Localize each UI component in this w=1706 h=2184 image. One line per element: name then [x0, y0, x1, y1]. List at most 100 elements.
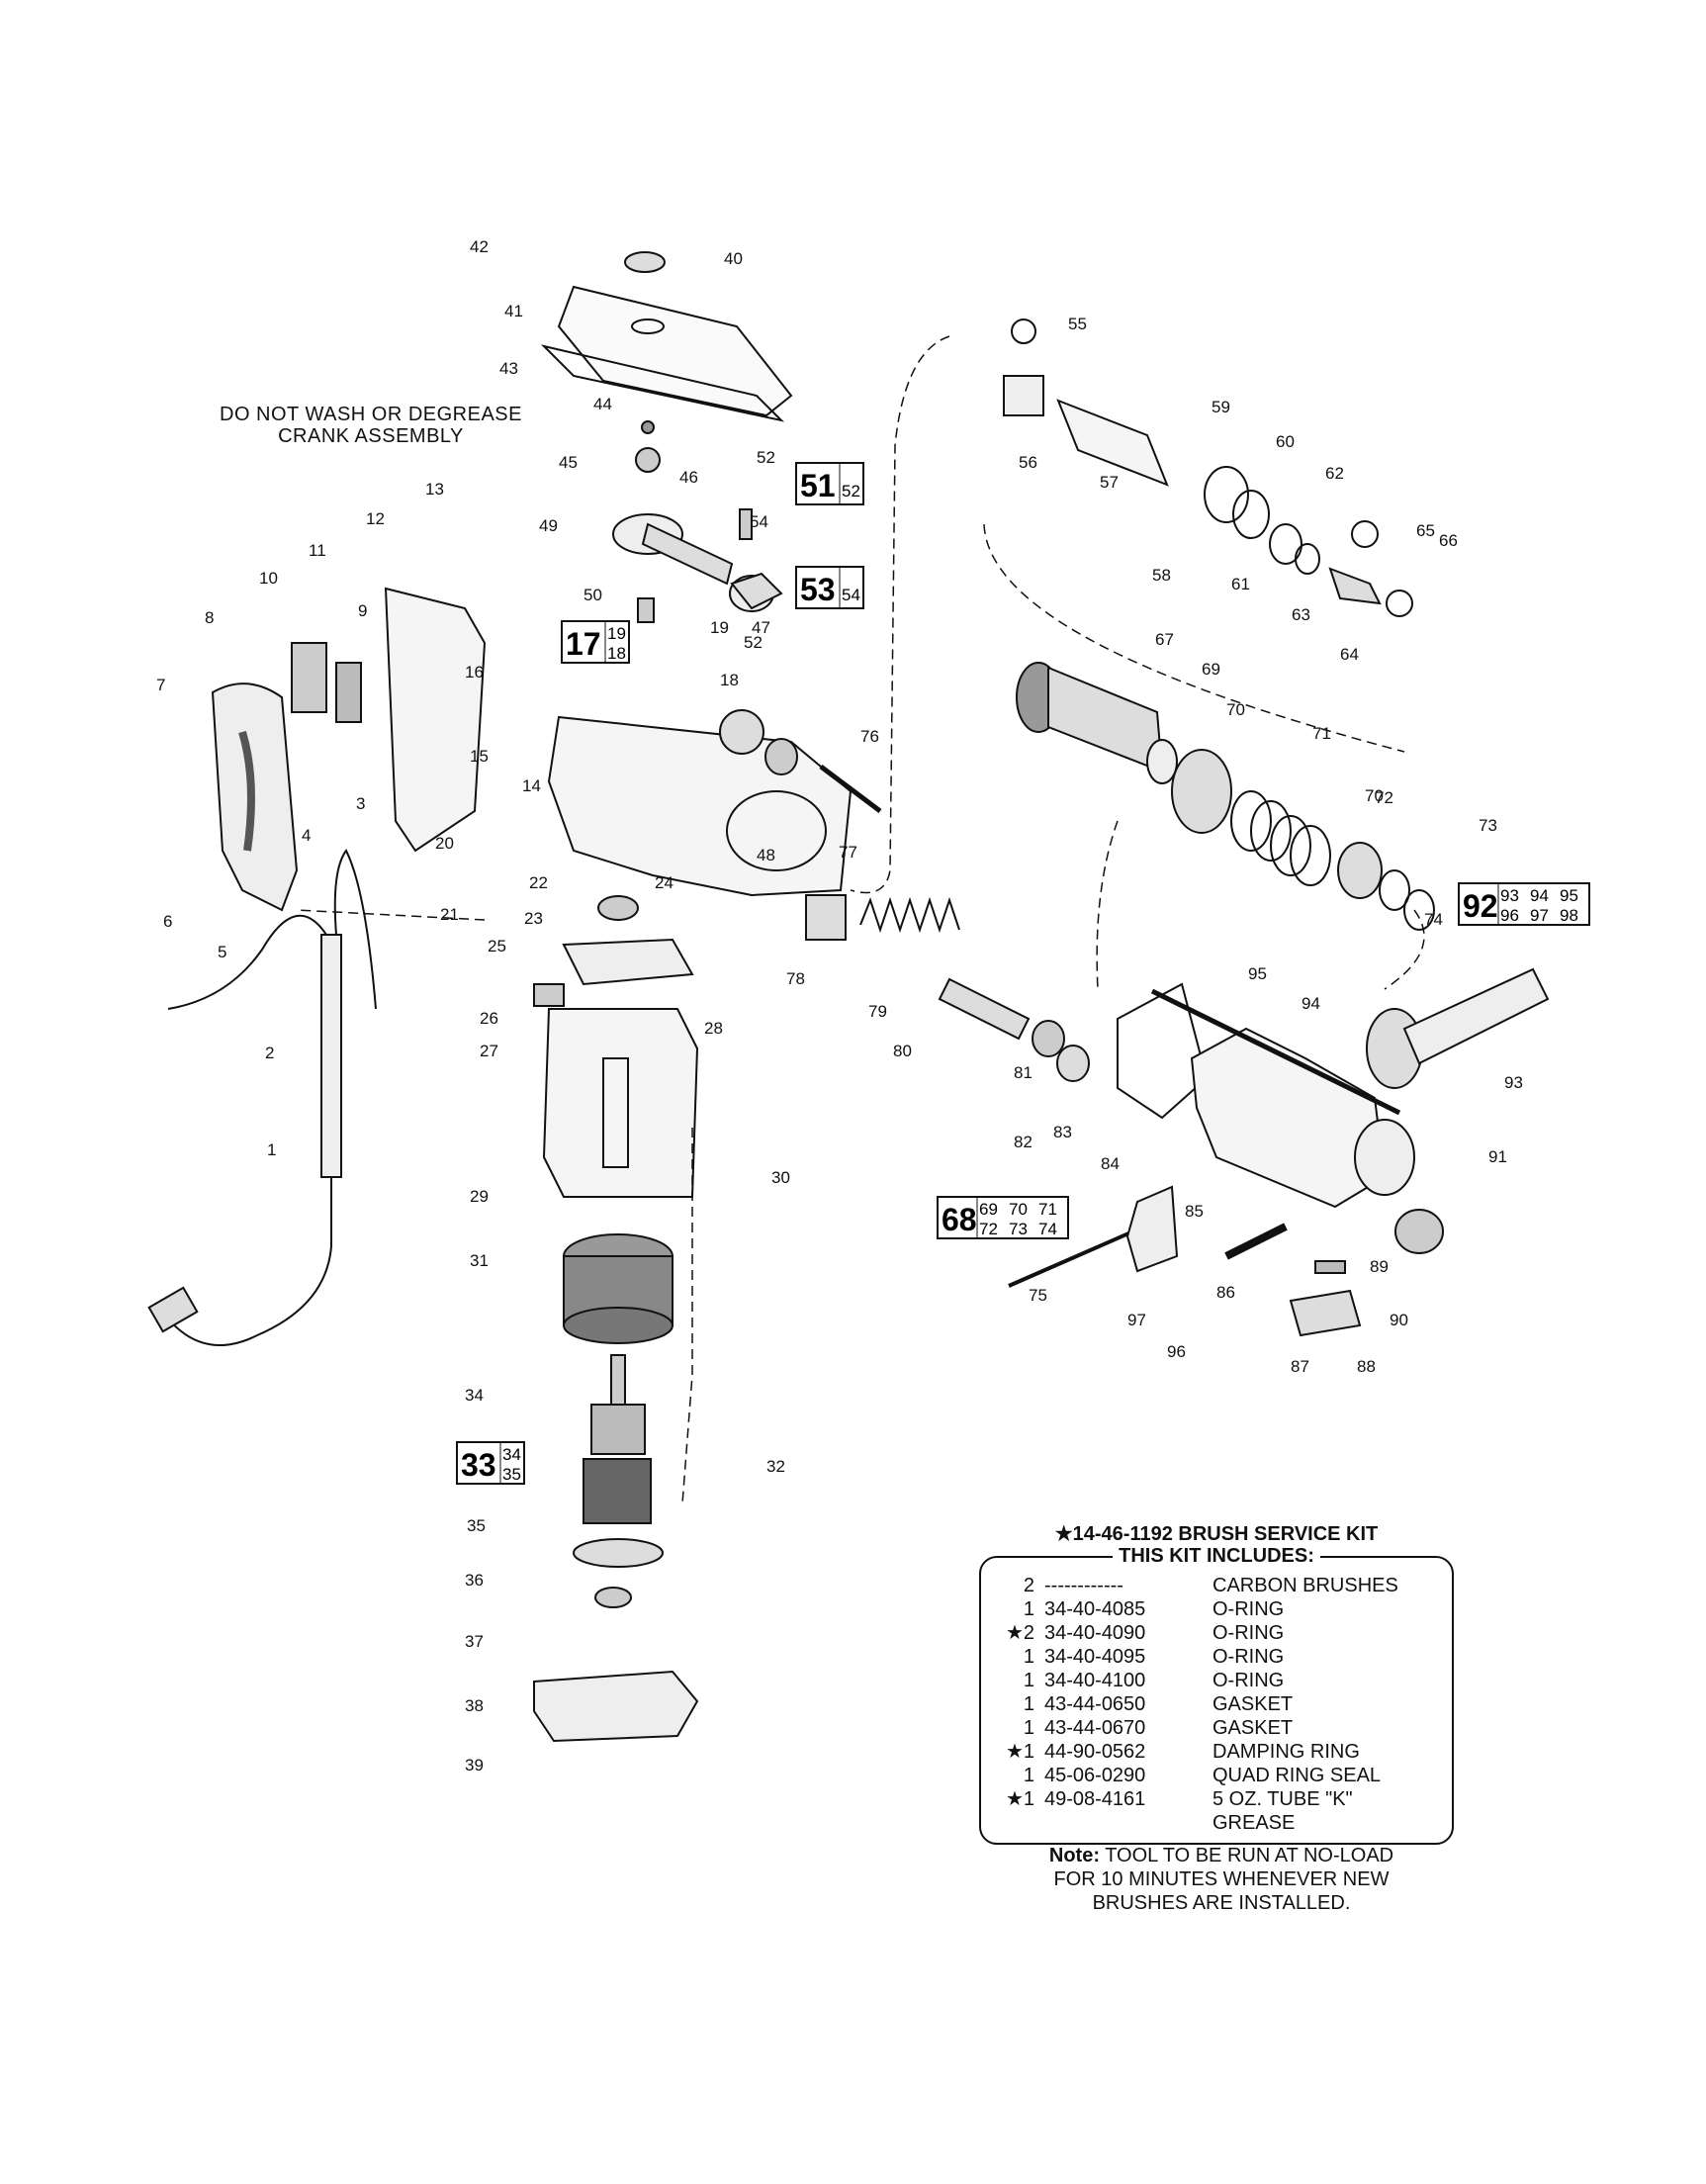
- assembly-sub-part: 54: [842, 586, 860, 604]
- callout-48: 48: [757, 846, 775, 864]
- callout-46: 46: [679, 468, 698, 487]
- assembly-number: 17: [566, 626, 601, 662]
- callout-34: 34: [465, 1386, 484, 1405]
- assembly-sub-part: 69: [979, 1200, 998, 1219]
- callout-22: 22: [529, 873, 548, 892]
- kit-item-qty: ★1: [1005, 1741, 1034, 1763]
- callout-5: 5: [218, 943, 226, 961]
- callout-71: 71: [1312, 724, 1331, 743]
- callout-64: 64: [1340, 645, 1359, 664]
- kit-item-part: 43-44-0670: [1044, 1717, 1146, 1739]
- cover-plate: [1289, 1289, 1362, 1337]
- callout-18: 18: [720, 671, 739, 689]
- callout-94: 94: [1302, 994, 1320, 1013]
- o-ring: [1386, 590, 1413, 617]
- assembly-sub-part: 34: [502, 1445, 521, 1464]
- callout-96: 96: [1167, 1342, 1186, 1361]
- callout-13: 13: [425, 480, 444, 499]
- kit-item-qty: 1: [1023, 1765, 1034, 1786]
- kit-item-part: 34-40-4100: [1044, 1670, 1146, 1691]
- callout-24: 24: [655, 873, 673, 892]
- kit-item-qty: 1: [1023, 1646, 1034, 1668]
- kit-item-desc: CARBON BRUSHES: [1212, 1575, 1398, 1596]
- callout-11: 11: [309, 541, 326, 560]
- callout-15: 15: [470, 747, 489, 766]
- callout-7: 7: [156, 676, 165, 694]
- needle-bearing: [1337, 842, 1383, 899]
- handle: [211, 682, 299, 912]
- assembly-sub-part: 97: [1530, 906, 1549, 925]
- callout-14: 14: [522, 776, 541, 795]
- kit-item-desc: O-RING: [1212, 1622, 1285, 1644]
- ring: [1403, 889, 1435, 931]
- kit-item-qty: 1: [1023, 1717, 1034, 1739]
- assembly-guides: [296, 335, 1425, 1504]
- callout-1: 1: [267, 1140, 276, 1159]
- callout-87: 87: [1291, 1357, 1309, 1376]
- ring: [1295, 543, 1320, 575]
- field-housing: [542, 1008, 699, 1198]
- callout-43: 43: [499, 359, 518, 378]
- callout-97: 97: [1127, 1311, 1146, 1329]
- brush-service-kit: ★14-46-1192 BRUSH SERVICE KIT THIS KIT I…: [979, 1521, 1454, 1845]
- callout-9: 9: [358, 601, 367, 620]
- callout-30: 30: [771, 1168, 790, 1187]
- assembly-badge-53: 53 54: [795, 566, 864, 609]
- kit-item-part: ------------: [1044, 1575, 1123, 1596]
- kit-item-part: 34-40-4090: [1044, 1622, 1146, 1644]
- detent-plunger: [1224, 1223, 1288, 1260]
- clamp: [1125, 1185, 1179, 1273]
- kit-item-qty: ★1: [1005, 1788, 1034, 1810]
- gear: [719, 709, 764, 755]
- callout-85: 85: [1185, 1202, 1204, 1221]
- kit-item-part: 34-40-4085: [1044, 1598, 1146, 1620]
- callout-65: 65: [1416, 521, 1435, 540]
- callout-58: 58: [1152, 566, 1171, 585]
- note: Note: TOOL TO BE RUN AT NO-LOAD FOR 10 M…: [999, 1844, 1444, 1915]
- cord-set: [147, 849, 377, 1346]
- bearing: [1032, 1020, 1065, 1057]
- note-line: TOOL TO BE RUN AT NO-LOAD: [1105, 1845, 1394, 1866]
- callout-38: 38: [465, 1696, 484, 1715]
- callout-86: 86: [1216, 1283, 1235, 1302]
- kit-title: ★14-46-1192 BRUSH SERVICE KIT: [1054, 1523, 1379, 1545]
- callout-3: 3: [356, 794, 365, 813]
- note-line: FOR 10 MINUTES WHENEVER NEW: [1053, 1868, 1390, 1890]
- callout-83: 83: [1053, 1123, 1072, 1141]
- assembly-sub-part: 18: [607, 644, 626, 663]
- o-ring: [1011, 318, 1036, 344]
- callout-12: 12: [366, 509, 385, 528]
- assembly-sub-part: 73: [1009, 1220, 1028, 1238]
- assembly-sub-part: 93: [1500, 886, 1519, 905]
- depth-rod: [1150, 988, 1401, 1116]
- top-cover: [557, 251, 793, 417]
- piston: [729, 572, 783, 612]
- bearing: [597, 895, 639, 921]
- warning-line: DO NOT WASH OR DEGREASE: [220, 404, 522, 425]
- kit-item-part: 45-06-0290: [1044, 1765, 1146, 1786]
- assembly-sub-part: 72: [979, 1220, 998, 1238]
- ring: [1269, 523, 1302, 565]
- kit-item-part: 43-44-0650: [1044, 1693, 1146, 1715]
- kit-item-qty: 2: [1023, 1575, 1034, 1596]
- callout-52: 52: [744, 633, 763, 652]
- needle-bearing: [1171, 749, 1232, 834]
- bearing: [805, 894, 847, 941]
- callout-28: 28: [704, 1019, 723, 1038]
- front-housing: [1190, 1027, 1415, 1209]
- callout-55: 55: [1068, 315, 1087, 333]
- assembly-number: 92: [1463, 888, 1498, 924]
- callout-67: 67: [1155, 630, 1174, 649]
- callout-6: 6: [163, 912, 172, 931]
- assembly-sub-part: 52: [842, 482, 860, 500]
- armature: [573, 1354, 664, 1568]
- assembly-number: 53: [800, 572, 836, 607]
- callout-70: 70: [1365, 786, 1384, 805]
